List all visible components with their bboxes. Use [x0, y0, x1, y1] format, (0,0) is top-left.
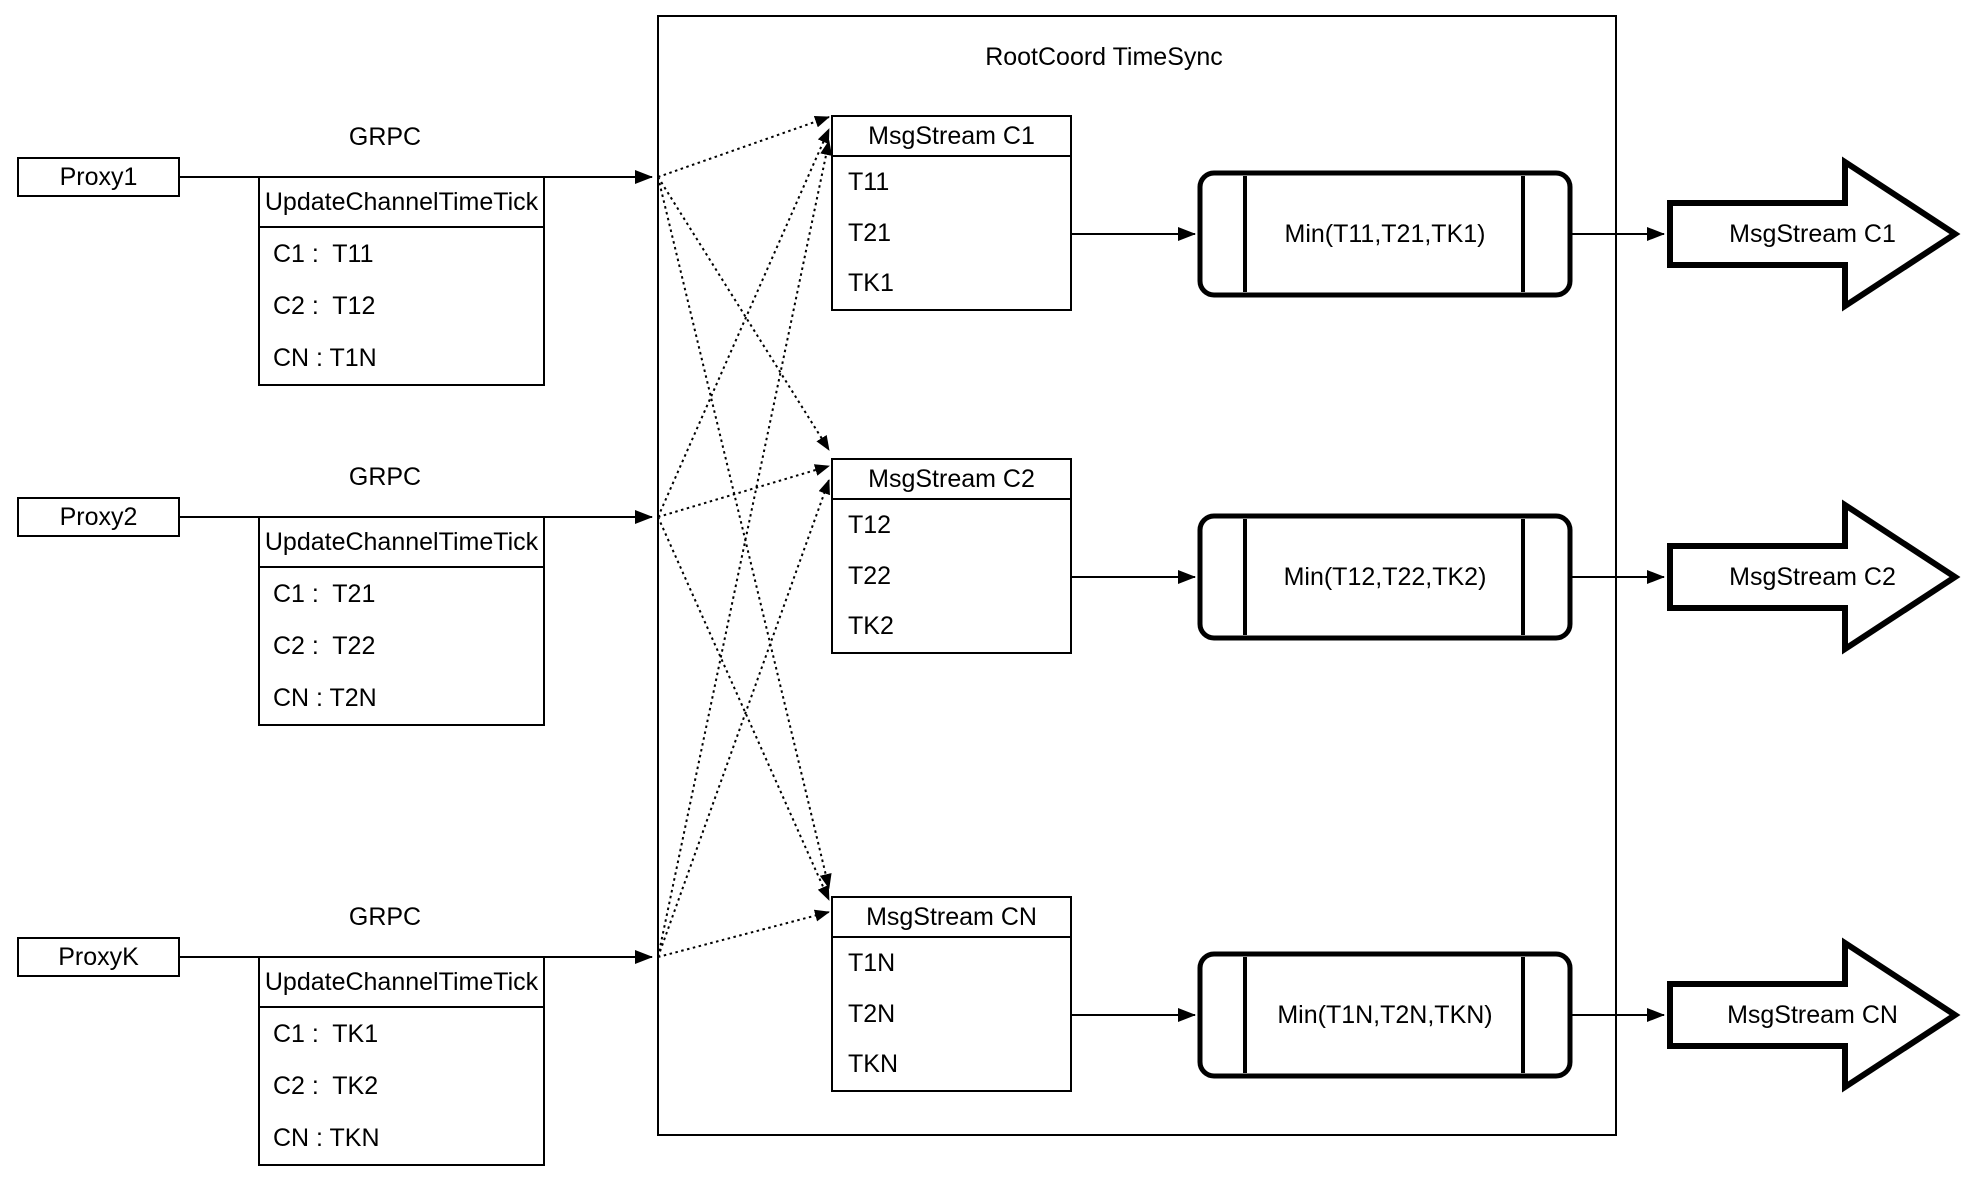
table-row: TK2 [848, 612, 894, 641]
update-timetick-table-proxy2: UpdateChannelTimeTick C1 : T21 C2 : T22 … [258, 516, 545, 726]
output-arrow-label-c2: MsgStream C2 [1729, 562, 1896, 591]
table-header: MsgStream C2 [833, 460, 1070, 500]
table-header: UpdateChannelTimeTick [260, 178, 543, 228]
node-proxyk: ProxyK [17, 937, 180, 977]
grpc-label-1: GRPC [348, 122, 422, 151]
table-row: CN : T1N [273, 343, 377, 372]
table-row: C1 : TK1 [273, 1019, 379, 1048]
table-row: T21 [848, 218, 892, 247]
table-row: T12 [848, 510, 892, 539]
msgstream-c2-table: MsgStream C2 T12 T22 TK2 [831, 458, 1072, 654]
node-proxy1: Proxy1 [17, 157, 180, 197]
output-arrow-label-c1: MsgStream C1 [1729, 219, 1896, 248]
table-row: C1 : T11 [273, 239, 374, 268]
grpc-label-3: GRPC [348, 902, 422, 931]
table-header: UpdateChannelTimeTick [260, 518, 543, 568]
table-row: TK1 [848, 269, 894, 298]
min-reducer-label-cn: Min(T1N,T2N,TKN) [1277, 1000, 1493, 1029]
msgstream-c1-table: MsgStream C1 T11 T21 TK1 [831, 115, 1072, 311]
output-arrow-label-cn: MsgStream CN [1727, 1000, 1898, 1029]
table-header: MsgStream C1 [833, 117, 1070, 157]
table-row: T22 [848, 561, 892, 590]
table-row: C1 : T21 [273, 579, 376, 608]
table-row: C2 : T12 [273, 291, 376, 320]
table-row: T1N [848, 948, 896, 977]
grpc-label-2: GRPC [348, 462, 422, 491]
table-row: C2 : TK2 [273, 1071, 379, 1100]
min-reducer-label-c2: Min(T12,T22,TK2) [1283, 562, 1487, 591]
table-row: C2 : T22 [273, 631, 376, 660]
min-reducer-label-c1: Min(T11,T21,TK1) [1284, 219, 1486, 248]
table-row: T11 [848, 167, 890, 196]
table-row: TKN [848, 1050, 898, 1079]
update-timetick-table-proxy1: UpdateChannelTimeTick C1 : T11 C2 : T12 … [258, 176, 545, 386]
table-header: MsgStream CN [833, 898, 1070, 938]
proxy2-label: Proxy2 [59, 502, 138, 531]
rootcoord-timesync-title: RootCoord TimeSync [985, 42, 1223, 71]
node-proxy2: Proxy2 [17, 497, 180, 537]
table-row: T2N [848, 999, 896, 1028]
proxyk-label: ProxyK [58, 942, 139, 971]
msgstream-cn-table: MsgStream CN T1N T2N TKN [831, 896, 1072, 1092]
update-timetick-table-proxyk: UpdateChannelTimeTick C1 : TK1 C2 : TK2 … [258, 956, 545, 1166]
table-row: CN : TKN [273, 1123, 380, 1152]
proxy1-label: Proxy1 [59, 162, 138, 191]
table-row: CN : T2N [273, 683, 377, 712]
table-header: UpdateChannelTimeTick [260, 958, 543, 1008]
